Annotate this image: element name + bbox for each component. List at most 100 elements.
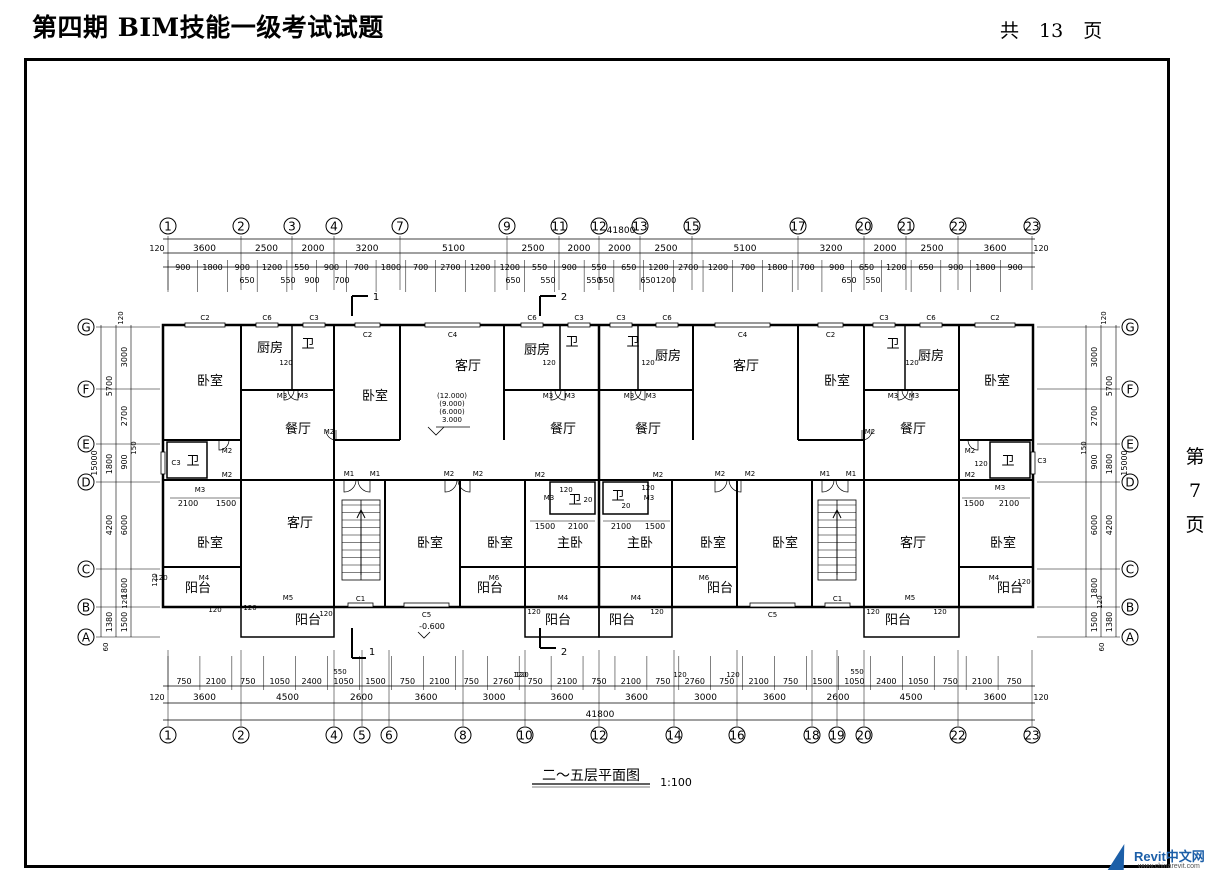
misc-dim: 2100 <box>999 499 1019 508</box>
top-dim-3: 700 <box>334 276 349 285</box>
misc-dim: 1500 <box>645 522 665 531</box>
top-axis-2: 2 <box>237 220 245 234</box>
window <box>919 322 943 328</box>
left-dim-outer: 1800 <box>120 578 129 598</box>
window <box>974 322 1016 328</box>
left-axis-A: A <box>82 631 91 645</box>
window-tag: C2 <box>200 314 209 322</box>
watermark-logo: Revit中文网 www.chinarevit.com <box>1107 842 1218 878</box>
room-label: 卫 <box>611 489 624 504</box>
bottom-dim-misc: 120 <box>515 671 528 679</box>
top-axis-13-circle <box>631 217 649 235</box>
door-tag: M4 <box>631 594 642 602</box>
window-tag: C3 <box>879 314 888 322</box>
right-axis-E: E <box>1126 438 1134 452</box>
bottom-dim-1: 3600 <box>193 693 216 703</box>
misc-dim: 120 <box>974 460 987 468</box>
window-tag: C6 <box>926 314 936 322</box>
top-dim-2: 1200 <box>262 263 282 272</box>
top-axis-11: 11 <box>551 220 566 234</box>
door-tag: M2 <box>222 447 233 455</box>
bottom-dim-misc: 120 <box>513 671 526 679</box>
right-dim-inner: 5700 <box>1105 376 1114 396</box>
left-axis-F: F <box>83 383 90 397</box>
door-swing <box>630 389 642 401</box>
door-tag: M4 <box>199 574 210 582</box>
top-dim-2: 900 <box>175 263 190 272</box>
window <box>872 322 896 328</box>
window <box>817 322 844 328</box>
edge-mark: 120 <box>117 311 125 324</box>
bottom-axis-16-circle <box>728 726 746 744</box>
room-label: 卫 <box>301 337 314 352</box>
bottom-dim-misc: 550 <box>850 668 863 676</box>
window <box>609 322 633 328</box>
left-dim-outer: 1500 <box>120 612 129 632</box>
misc-dim: 120 <box>319 610 332 618</box>
door-tag: M6 <box>489 574 500 582</box>
door-tag: M4 <box>558 594 569 602</box>
top-axis-20: 20 <box>856 220 871 234</box>
bottom-dim-2: 1500 <box>365 677 385 686</box>
misc-dim: 2100 <box>178 499 198 508</box>
window <box>347 602 374 608</box>
window <box>1030 451 1036 475</box>
bottom-axis-14-circle <box>665 726 683 744</box>
bottom-dim-2: 1050 <box>844 677 864 686</box>
window-tag: C3 <box>616 314 625 322</box>
side-page-prefix: 第 <box>1185 446 1205 468</box>
bottom-dim-2: 1500 <box>812 677 832 686</box>
top-dim-3: 650 <box>239 276 254 285</box>
room-label: 客厅 <box>733 358 759 374</box>
top-axis-21-circle <box>897 217 915 235</box>
top-axis-1-circle <box>159 217 177 235</box>
room-label: 餐厅 <box>285 421 311 437</box>
room-label: 阳台 <box>185 581 211 596</box>
misc-dim: 120 <box>154 574 167 582</box>
top-axis-17: 17 <box>790 220 805 234</box>
misc-dim: 20 <box>584 496 593 504</box>
door-swing <box>357 479 371 493</box>
door-tag: M3 <box>995 484 1006 492</box>
top-dim-3: 550 <box>865 276 880 285</box>
top-dim-1: 3200 <box>356 244 379 254</box>
door-tag: M6 <box>699 574 710 582</box>
bottom-axis-4: 4 <box>330 729 338 743</box>
top-dim-1: 5100 <box>734 244 757 254</box>
right-dim-outer: 6000 <box>1090 515 1099 535</box>
balcony-outline <box>863 606 960 638</box>
left-axis-E-circle <box>77 435 95 453</box>
window <box>520 322 544 328</box>
section-label-1: 1 <box>373 292 379 303</box>
top-dim-3: 550 <box>540 276 555 285</box>
elevation-label: (12.000) <box>437 392 467 400</box>
right-dim-outer: 3000 <box>1090 347 1099 367</box>
door-swing <box>554 389 566 401</box>
window <box>749 602 796 608</box>
edge-mark: 150 <box>130 441 138 454</box>
room-label: 卧室 <box>990 535 1016 551</box>
right-dim-inner: 1800 <box>1105 454 1114 474</box>
room-label: 餐厅 <box>635 421 661 437</box>
edge-mark: 120 <box>151 573 159 586</box>
right-axis-G-circle <box>1121 318 1139 336</box>
bottom-dim-2: 1050 <box>270 677 290 686</box>
bottom-dim-2: 750 <box>464 677 479 686</box>
top-dim-2: 1200 <box>648 263 668 272</box>
window <box>655 322 679 328</box>
left-dim-outer: 6000 <box>120 515 129 535</box>
top-dim-2: 1200 <box>470 263 490 272</box>
bottom-axis-8: 8 <box>459 729 467 743</box>
room-label: 卧室 <box>772 535 798 551</box>
room-label: 阳台 <box>707 581 733 596</box>
bottom-axis-16: 16 <box>729 729 744 743</box>
bottom-dim-2: 2100 <box>557 677 577 686</box>
misc-dim: 120 <box>208 606 221 614</box>
exam-title: 第四期 BIM技能一级考试试题 <box>32 13 384 42</box>
bottom-dim-2: 750 <box>1006 677 1021 686</box>
door-swing <box>901 389 913 401</box>
room-label: 卧室 <box>362 388 388 404</box>
door-tag: M3 <box>888 392 899 400</box>
door-swing <box>835 479 849 493</box>
top-dim-1: 5100 <box>442 244 465 254</box>
